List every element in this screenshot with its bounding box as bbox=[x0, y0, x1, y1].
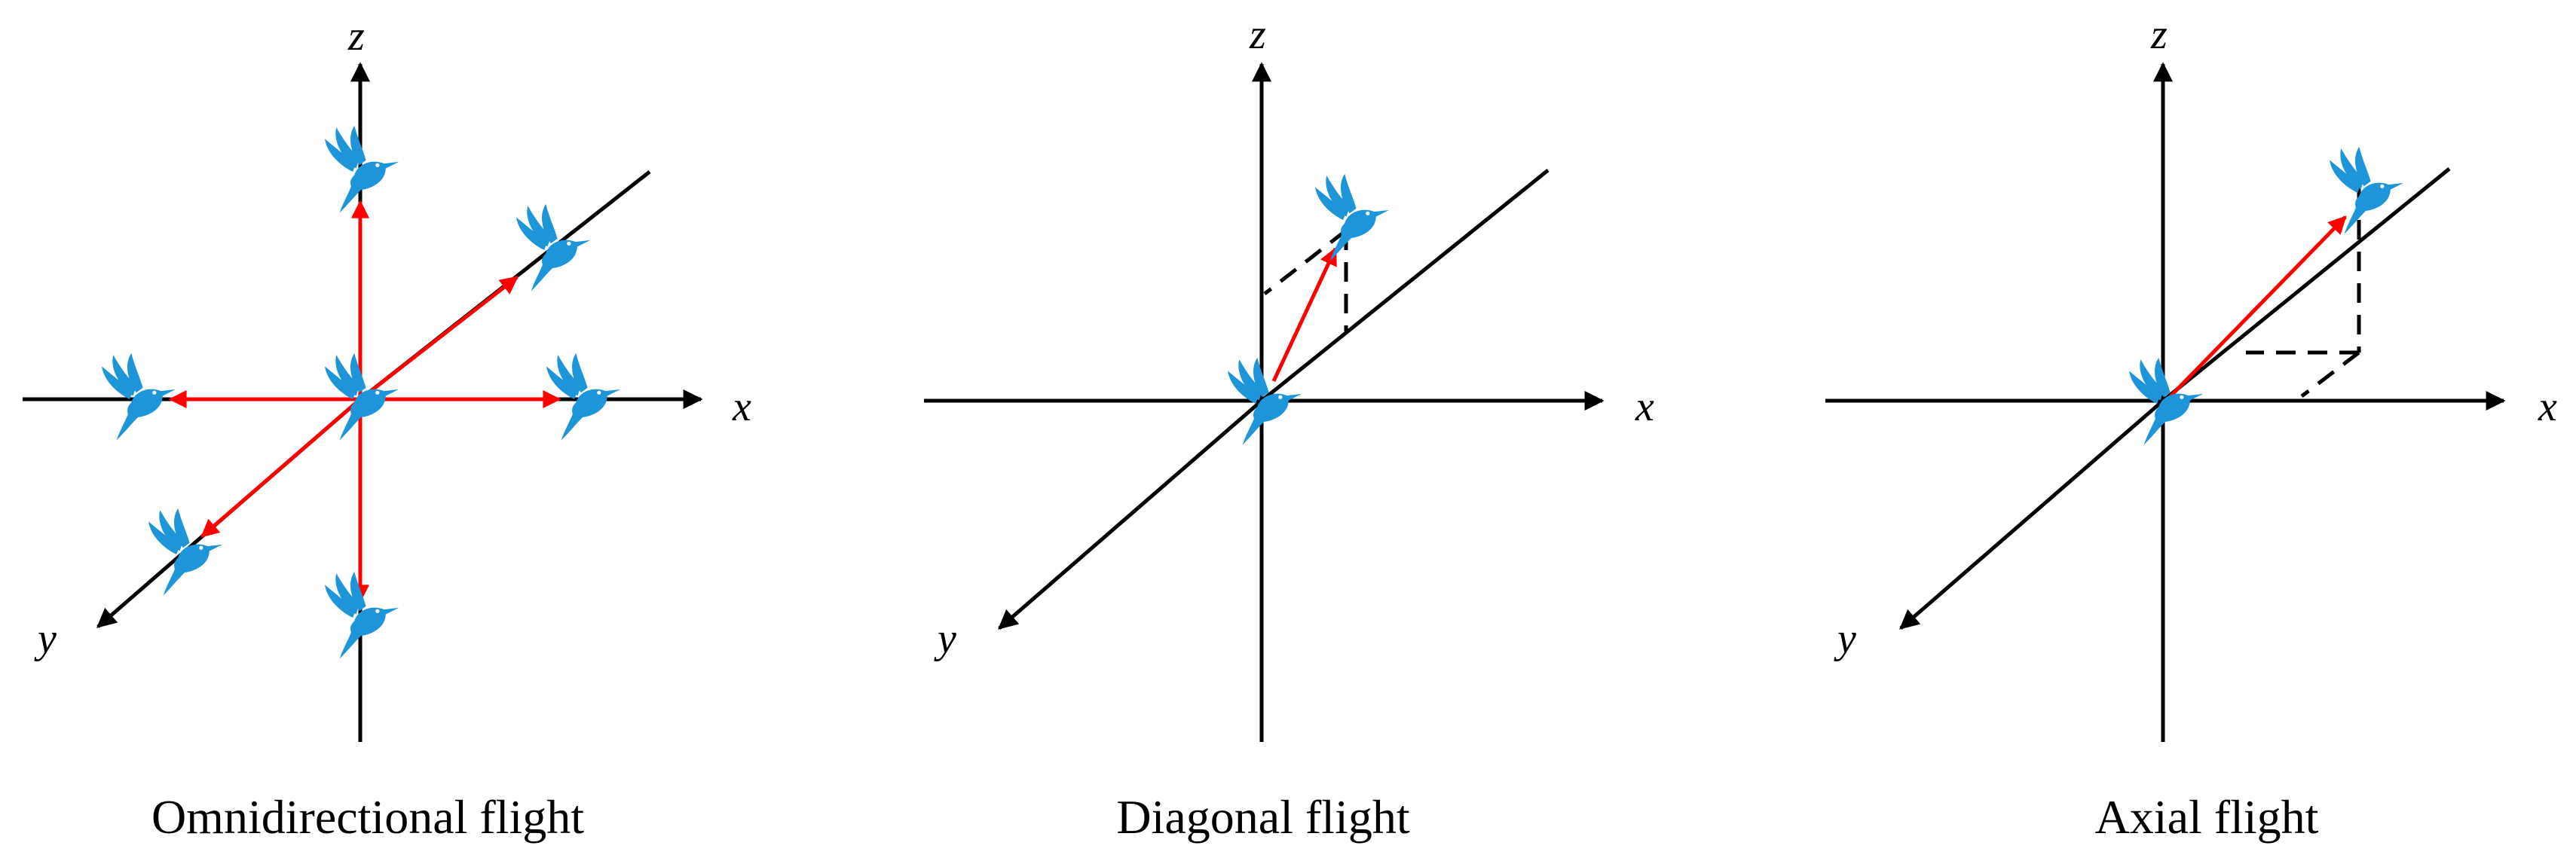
y-axis-label: y bbox=[34, 615, 57, 662]
y-axis-label: y bbox=[1834, 615, 1856, 662]
dashed-guide bbox=[1263, 229, 1348, 295]
y-axis-back bbox=[2161, 167, 2451, 402]
y-axis bbox=[998, 399, 1263, 630]
flight-arrows bbox=[168, 200, 561, 603]
z-axis-label: z bbox=[347, 13, 365, 60]
panel-omnidirectional: z x y Omnidirectional flight bbox=[23, 13, 751, 844]
arrow-back bbox=[359, 276, 519, 401]
z-axis-label: z bbox=[2150, 11, 2168, 58]
panel-caption: Axial flight bbox=[2095, 790, 2319, 844]
dashed-guide bbox=[2300, 351, 2360, 398]
y-axis bbox=[1899, 399, 2165, 630]
z-axis-label: z bbox=[1249, 11, 1266, 58]
y-axis-back bbox=[1260, 169, 1550, 402]
panel-caption: Omnidirectional flight bbox=[151, 790, 584, 844]
y-axis-label: y bbox=[934, 615, 956, 662]
x-axis-label: x bbox=[732, 383, 751, 430]
projection-guides bbox=[1263, 229, 1348, 331]
x-axis-label: x bbox=[1635, 383, 1654, 430]
x-axis-label: x bbox=[2538, 383, 2557, 430]
flight-arrows bbox=[1271, 246, 1338, 383]
projection-guides bbox=[2246, 188, 2361, 398]
panel-caption: Diagonal flight bbox=[1116, 790, 1409, 844]
panel-diagonal: z x y Diagonal flight bbox=[924, 11, 1654, 844]
arrow-diagonal bbox=[1271, 246, 1338, 383]
panel-axial: z x y Axial flight bbox=[1825, 11, 2557, 844]
hummingbird-icon bbox=[516, 203, 591, 292]
hummingbird-icon bbox=[102, 353, 176, 441]
hummingbird-icon bbox=[546, 353, 621, 441]
hummingbird-icon bbox=[1315, 173, 1390, 261]
hummingbird-icon bbox=[148, 508, 223, 596]
arrow-front bbox=[200, 398, 362, 538]
flight-arrows bbox=[2169, 215, 2347, 398]
arrow-axial bbox=[2169, 215, 2347, 398]
